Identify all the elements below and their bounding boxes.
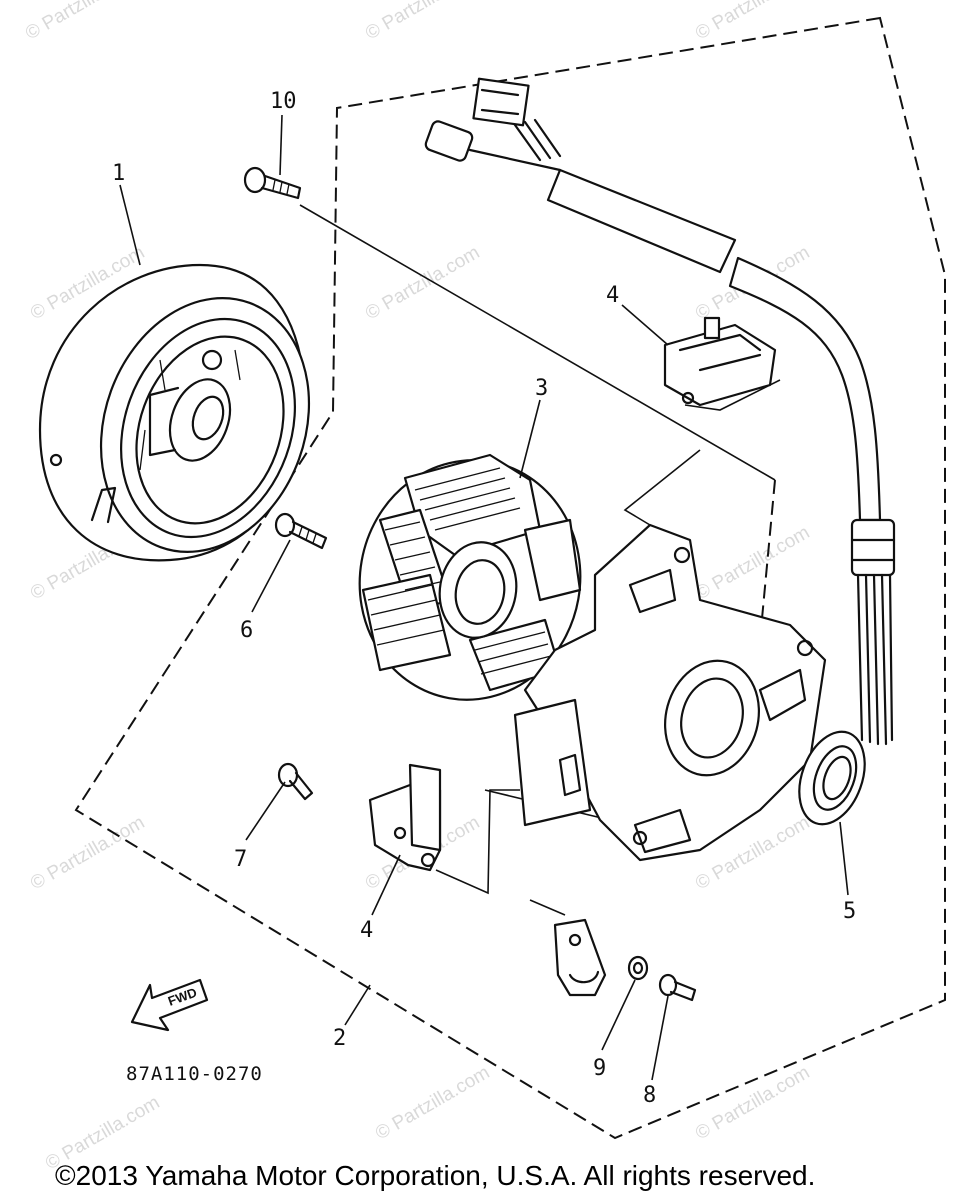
callout-8: 8 <box>643 1083 656 1108</box>
callout-4-upper: 4 <box>606 283 619 308</box>
callout-4-lower: 4 <box>360 918 373 943</box>
pulser-coil-lower-icon <box>368 763 442 872</box>
callout-numbers: 1 2 3 4 4 5 6 7 8 9 10 <box>112 89 856 1108</box>
callout-6: 6 <box>240 618 253 643</box>
screw-6-icon <box>274 512 328 550</box>
flywheel-rotor-icon <box>38 263 311 562</box>
forward-arrow-icon: FWD <box>130 978 209 1032</box>
watermark: © Partzilla.com <box>27 812 148 894</box>
drawing-code: 87A110-0270 <box>126 1063 263 1085</box>
callout-9: 9 <box>593 1056 606 1081</box>
screw-10-icon <box>243 166 302 200</box>
callout-7: 7 <box>234 847 247 872</box>
watermark: © Partzilla.com <box>362 242 483 324</box>
screw-8-icon <box>658 973 697 1002</box>
clamp-bracket-icon <box>553 918 607 997</box>
washer-9-icon <box>627 955 649 981</box>
callout-10: 10 <box>270 89 297 114</box>
screw-7-icon <box>277 762 314 801</box>
stator-coil-icon <box>358 453 582 701</box>
watermark: © Partzilla.com <box>692 1062 813 1144</box>
callout-2: 2 <box>333 1026 346 1051</box>
pulser-coil-upper-icon <box>663 316 777 407</box>
callout-3: 3 <box>535 376 548 401</box>
copyright-notice: ©2013 Yamaha Motor Corporation, U.S.A. A… <box>55 1160 815 1191</box>
stator-base-plate-icon <box>513 523 827 862</box>
watermark: © Partzilla.com <box>692 0 813 44</box>
watermark: © Partzilla.com <box>22 0 143 44</box>
assembly-boundary-dashed <box>74 16 946 1140</box>
callout-5: 5 <box>843 899 856 924</box>
watermark: © Partzilla.com <box>692 522 813 604</box>
oil-seal-icon <box>798 730 866 826</box>
wiring-harness-icon <box>424 77 896 746</box>
callout-leaders <box>119 114 849 1081</box>
callout-1: 1 <box>112 161 125 186</box>
watermark: © Partzilla.com <box>372 1062 493 1144</box>
watermark: © Partzilla.com <box>362 0 483 44</box>
